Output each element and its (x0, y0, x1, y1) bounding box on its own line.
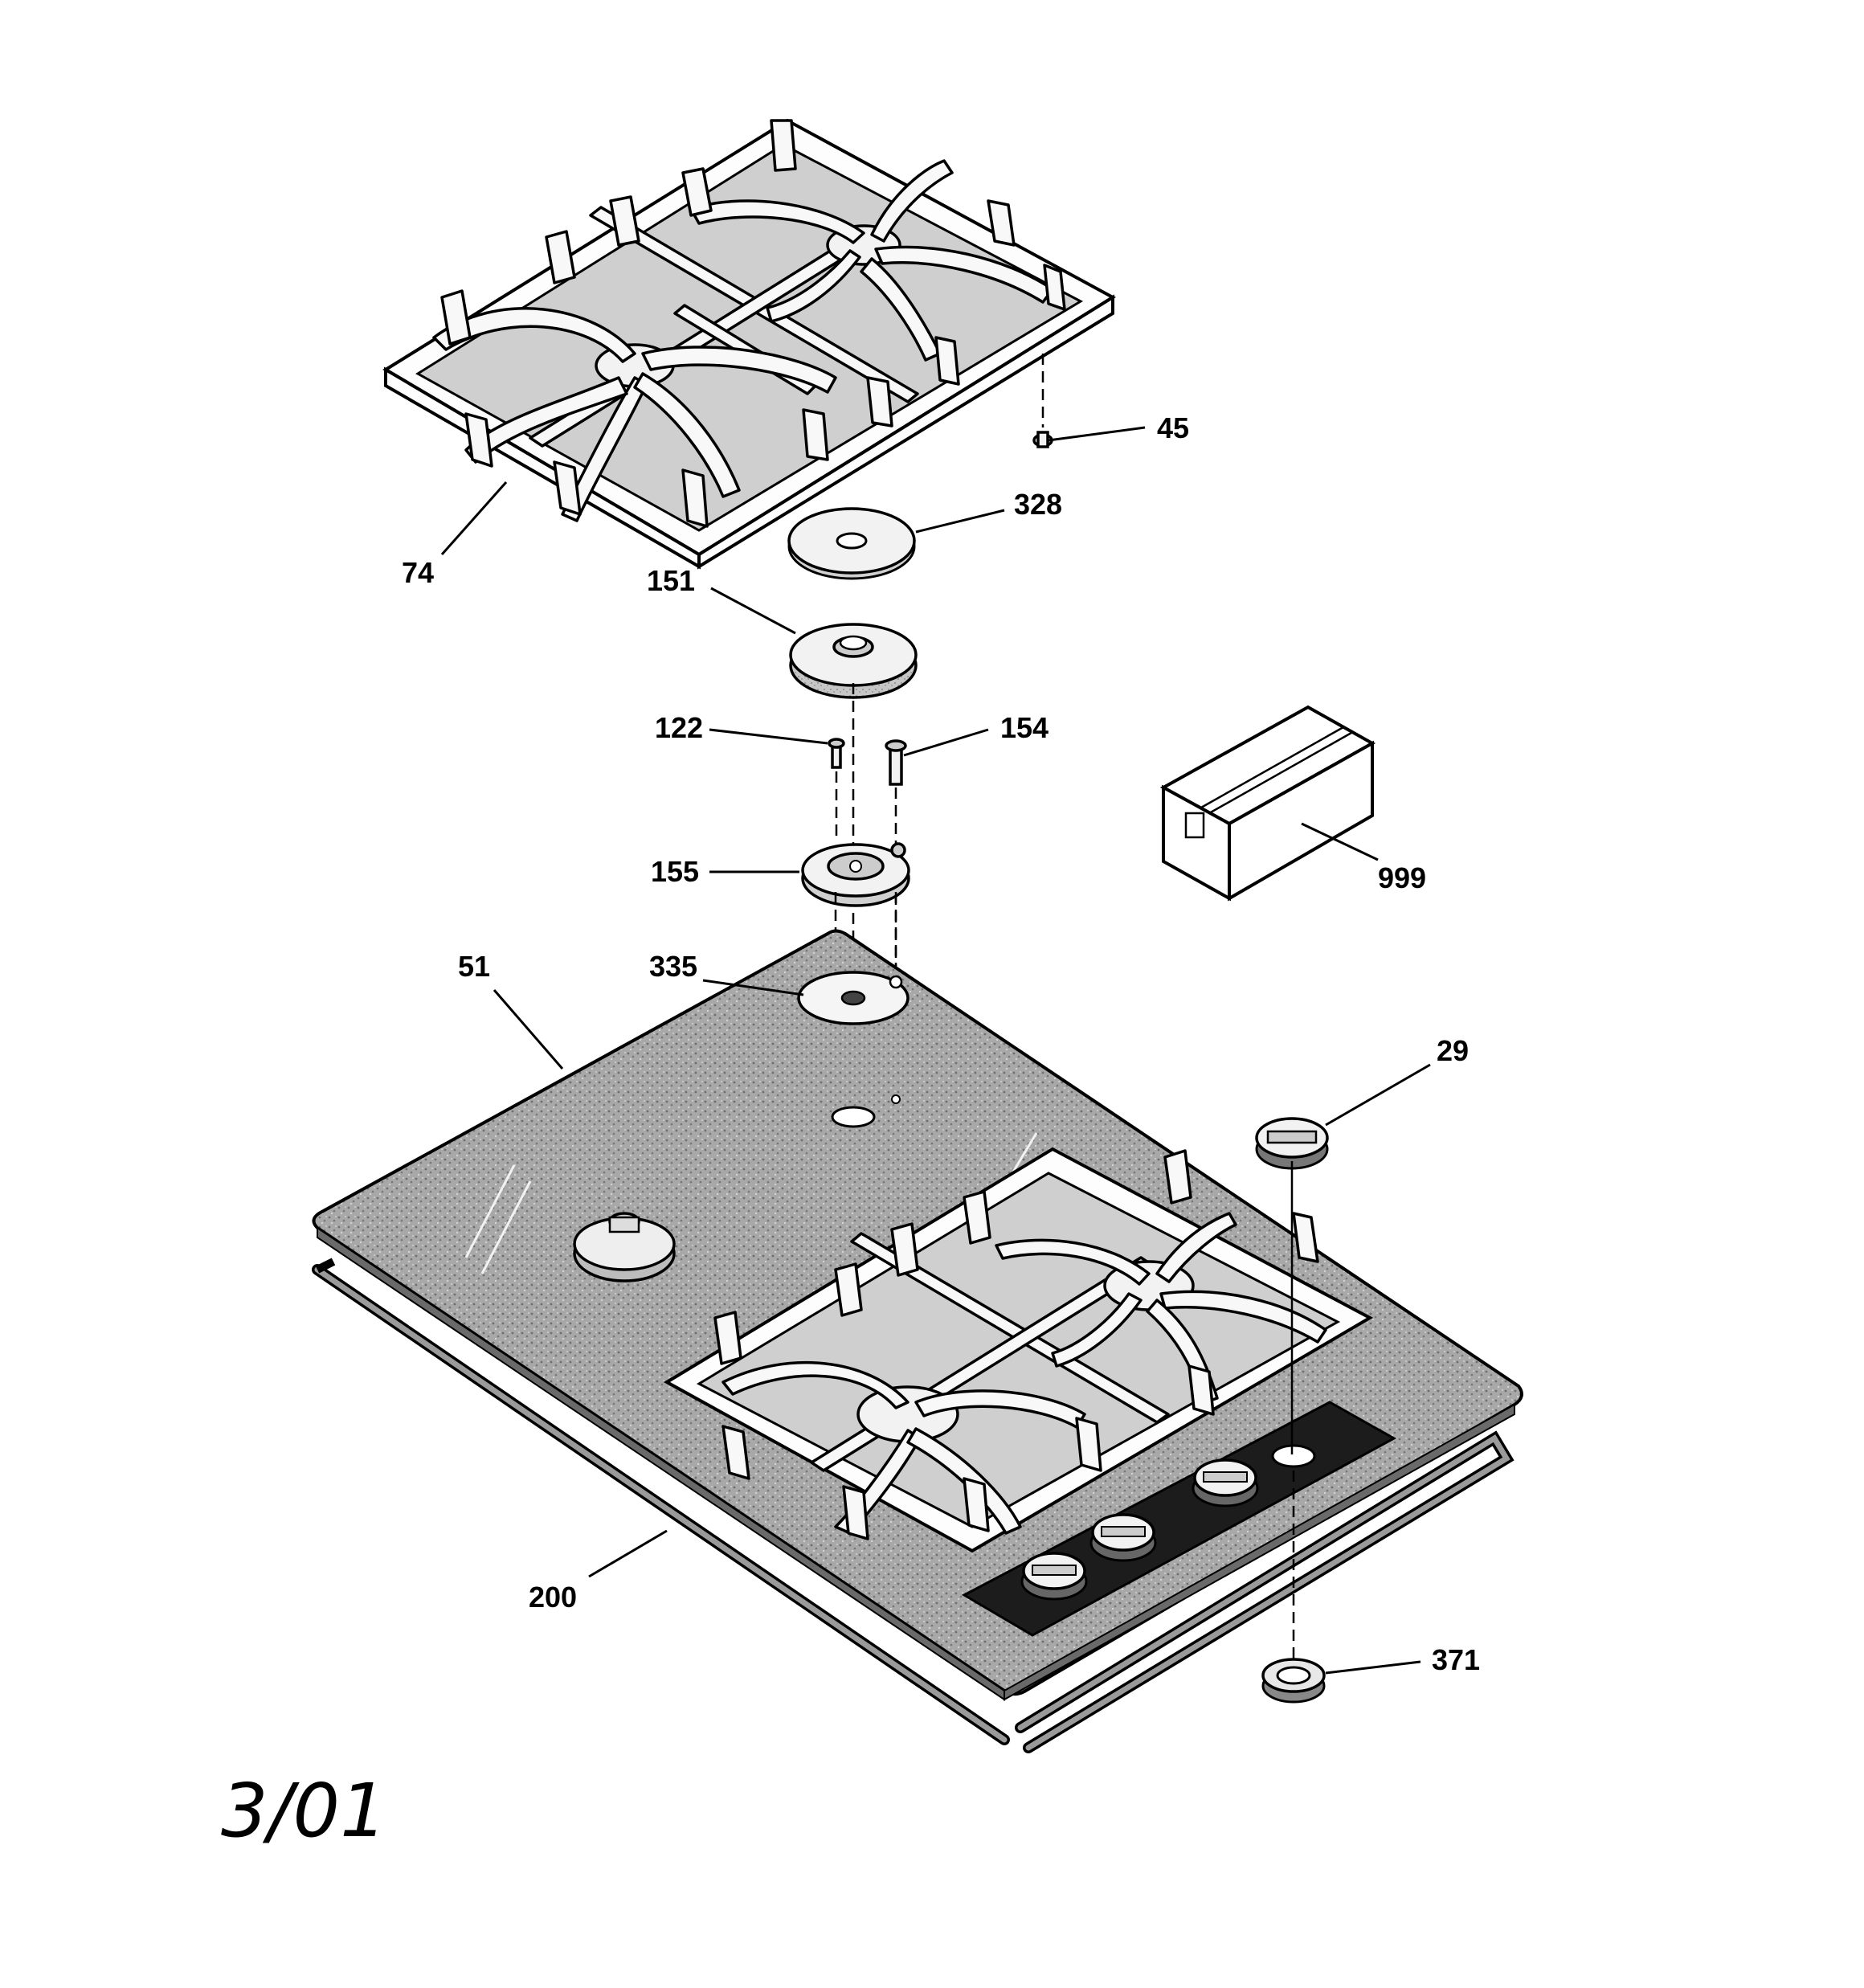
screw-122 (828, 738, 845, 836)
revision-date: 3/01 (221, 1768, 387, 1854)
knob-bezel-371 (1261, 1471, 1326, 1704)
control-knob (1089, 1513, 1157, 1562)
part-label-74: 74 (402, 556, 434, 589)
part-label-371: 371 (1432, 1643, 1480, 1676)
screw-45 (1032, 354, 1053, 448)
burner-base-155 (801, 842, 910, 907)
part-label-29: 29 (1437, 1034, 1469, 1067)
burner-cap-328 (787, 507, 916, 580)
part-label-154: 154 (1000, 711, 1048, 744)
part-label-335: 335 (649, 950, 697, 983)
part-label-999: 999 (1378, 861, 1426, 894)
part-label-155: 155 (651, 855, 699, 888)
control-panel (961, 1401, 1397, 1637)
part-label-122: 122 (655, 711, 703, 744)
control-knob-29 (1255, 1117, 1329, 1454)
part-label-328: 328 (1014, 488, 1062, 521)
installed-grate (664, 1147, 1374, 1553)
control-knob (1020, 1552, 1088, 1601)
burner-grate (382, 118, 1116, 570)
gasket-200 (312, 1258, 1514, 1753)
part-label-51: 51 (458, 950, 490, 983)
part-label-151: 151 (647, 564, 695, 597)
control-knob (1192, 1458, 1259, 1507)
carton-box-999 (1159, 705, 1376, 902)
installed-burner-cap (573, 1212, 676, 1282)
part-label-200: 200 (529, 1581, 577, 1614)
burner-seal-335 (797, 971, 910, 1025)
part-label-45: 45 (1157, 411, 1189, 444)
burner-head-151 (789, 623, 918, 699)
